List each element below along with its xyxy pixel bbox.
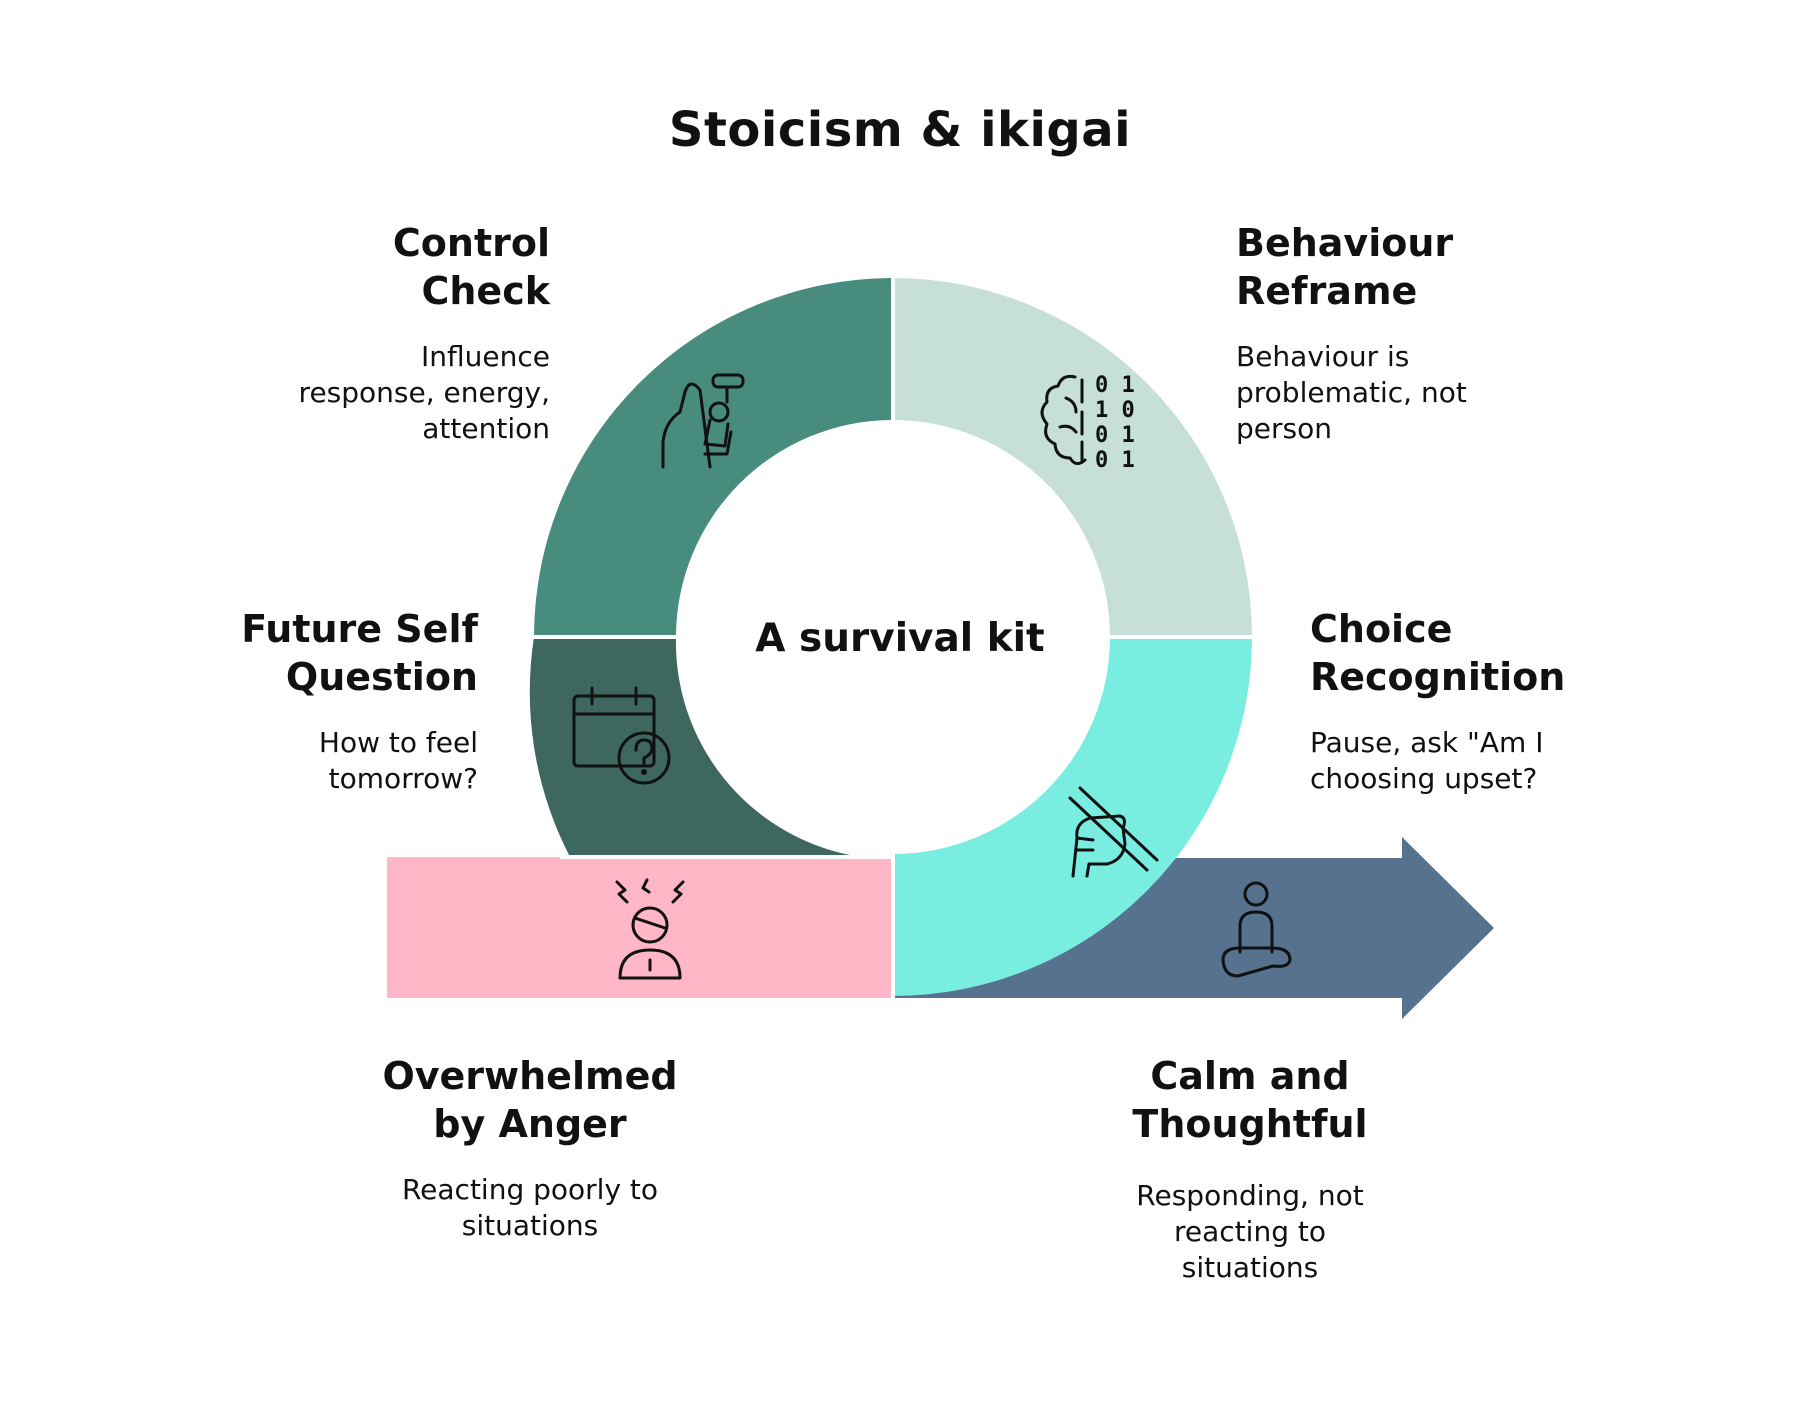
future-self-question-title-line: Question	[285, 655, 478, 699]
future-self-question-block: Future Self Question How to feel tomorro…	[180, 605, 478, 797]
center-label: A survival kit	[755, 616, 1045, 661]
calm-desc-line: Responding, not	[1136, 1179, 1364, 1212]
behaviour-reframe-block: Behaviour Reframe Behaviour is problemat…	[1236, 219, 1616, 447]
overwhelmed-title: Overwhelmed by Anger	[330, 1052, 730, 1148]
overwhelmed-desc: Reacting poorly to situations	[330, 1172, 730, 1244]
control-check-desc-line: response, energy,	[298, 376, 550, 409]
control-check-title-line: Control	[392, 221, 550, 265]
control-check-desc-line: Influence	[421, 340, 550, 373]
calm-block: Calm and Thoughtful Responding, not reac…	[1050, 1052, 1450, 1286]
behaviour-reframe-desc: Behaviour is problematic, not person	[1236, 339, 1616, 447]
overwhelmed-desc-line: Reacting poorly to	[401, 1173, 659, 1206]
control-check-desc-line: attention	[422, 412, 550, 445]
segment-control-check	[534, 278, 893, 637]
calm-desc-line: situations	[1181, 1251, 1319, 1284]
behaviour-reframe-title-line: Behaviour	[1236, 221, 1454, 265]
hand-holding-sticks-icon	[1068, 786, 1159, 878]
climber-icon	[661, 373, 745, 469]
overwhelmed-title-line: by Anger	[433, 1102, 627, 1146]
calendar-question-icon	[572, 686, 671, 785]
angry-person-icon	[615, 878, 685, 980]
calm-title-line: Thoughtful	[1132, 1102, 1368, 1146]
choice-recognition-desc-line: choosing upset?	[1310, 762, 1538, 795]
behaviour-reframe-title: Behaviour Reframe	[1236, 219, 1616, 315]
segment-choice-recognition	[893, 637, 1252, 996]
svg-text:1 0: 1 0	[1095, 398, 1135, 423]
future-self-question-title-line: Future Self	[241, 607, 478, 651]
choice-recognition-title: Choice Recognition	[1310, 605, 1670, 701]
behaviour-reframe-title-line: Reframe	[1236, 269, 1418, 313]
future-self-question-desc-line: tomorrow?	[328, 762, 478, 795]
control-check-desc: Influence response, energy, attention	[200, 339, 550, 447]
future-self-question-title: Future Self Question	[180, 605, 478, 701]
brain-binary-icon: 0 1 1 0 0 1 0 1	[1040, 373, 1135, 473]
calm-desc-line: reacting to	[1174, 1215, 1326, 1248]
overwhelmed-title-line: Overwhelmed	[382, 1054, 678, 1098]
calm-desc: Responding, not reacting to situations	[1050, 1178, 1450, 1286]
calm-title-line: Calm and	[1150, 1054, 1350, 1098]
calm-title: Calm and Thoughtful	[1050, 1052, 1450, 1148]
choice-recognition-title-line: Choice	[1310, 607, 1453, 651]
behaviour-reframe-desc-line: Behaviour is	[1236, 340, 1410, 373]
control-check-block: Control Check Influence response, energy…	[200, 219, 550, 447]
choice-recognition-desc-line: Pause, ask "Am I	[1310, 726, 1544, 759]
overwhelmed-desc-line: situations	[461, 1209, 599, 1242]
diagram-title: Stoicism & ikigai	[668, 102, 1132, 158]
control-check-title-line: Check	[421, 269, 550, 313]
behaviour-reframe-desc-line: problematic, not	[1236, 376, 1467, 409]
future-self-question-desc: How to feel tomorrow?	[180, 725, 478, 797]
segment-behaviour-reframe	[893, 278, 1252, 637]
svg-text:0 1: 0 1	[1095, 448, 1135, 473]
choice-recognition-desc: Pause, ask "Am I choosing upset?	[1310, 725, 1670, 797]
choice-recognition-block: Choice Recognition Pause, ask "Am I choo…	[1310, 605, 1670, 797]
choice-recognition-title-line: Recognition	[1310, 655, 1566, 699]
future-self-question-desc-line: How to feel	[318, 726, 478, 759]
svg-text:0 1: 0 1	[1095, 373, 1135, 398]
svg-text:0 1: 0 1	[1095, 423, 1135, 448]
meditating-person-icon	[1221, 881, 1292, 978]
segment-future-self-question	[529, 637, 850, 855]
overwhelmed-bar	[387, 857, 893, 998]
overwhelmed-block: Overwhelmed by Anger Reacting poorly to …	[330, 1052, 730, 1244]
control-check-title: Control Check	[200, 219, 550, 315]
behaviour-reframe-desc-line: person	[1236, 412, 1332, 445]
